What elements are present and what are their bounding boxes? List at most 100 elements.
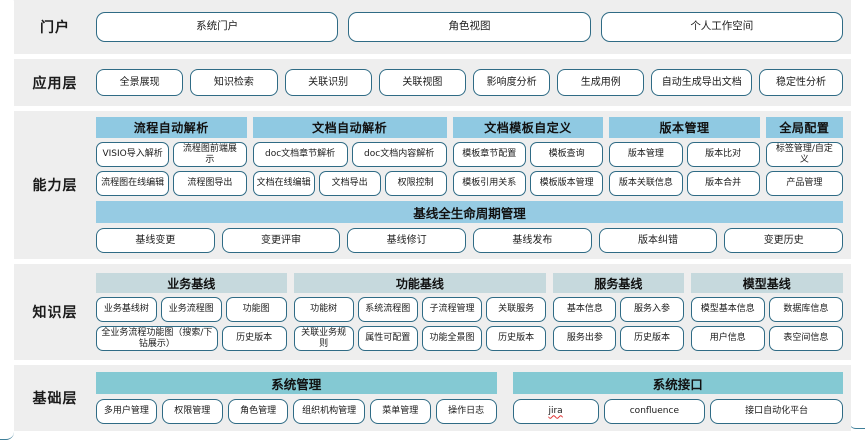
- capability-group-rows-0: VISIO导入解析流程图前端展 示流程图在线编辑流程图导出: [96, 142, 247, 196]
- capability-group-rows-3: 版本管理版本比对版本关联信息版本合并: [609, 142, 760, 196]
- capability-item-0-0-0[interactable]: VISIO导入解析: [96, 142, 170, 167]
- foundation-item-0-2[interactable]: 角色管理: [227, 399, 289, 424]
- capability-group-header-2: 文档模板自定义: [452, 117, 604, 138]
- knowledge-item-2-0-0[interactable]: 基本信息: [553, 297, 617, 322]
- foundation-group-grid: 系统管理多用户管理权限管理角色管理组织机构管理菜单管理操作日志系统接口 jira c…: [96, 372, 843, 424]
- knowledge-item-3-0-0[interactable]: 模型基本信息: [690, 297, 765, 322]
- knowledge-item-3-1-1[interactable]: 表空间信息: [768, 326, 844, 351]
- layer-knowledge: 知识层 业务基线业务基线树业务流程图功能图全业务流程功能图（搜索/下 钻展示）历…: [14, 264, 851, 360]
- layer-body-knowledge: 业务基线业务基线树业务流程图功能图全业务流程功能图（搜索/下 钻展示）历史版本功…: [96, 268, 851, 356]
- decorative-corner-top-left: [0, 0, 14, 9]
- portal-item-row: 系统门户角色视图个人工作空间: [96, 12, 843, 42]
- foundation-item-0-5[interactable]: 操作日志: [435, 399, 497, 424]
- application-item-0[interactable]: 全景展现: [96, 69, 184, 96]
- knowledge-item-1-1-2[interactable]: 功能全景图: [421, 326, 483, 351]
- capability-group-rows-4: 标签管理/自定 义产品管理: [765, 142, 844, 196]
- capability-item-4-0-0[interactable]: 标签管理/自定 义: [765, 142, 844, 167]
- capability-item-1-0-1[interactable]: doc文档内容解析: [351, 142, 447, 167]
- capability-item-0-1-0[interactable]: 流程图在线编辑: [96, 171, 170, 196]
- application-item-4[interactable]: 影响度分析: [473, 69, 551, 96]
- layer-label-application: 应用层: [32, 75, 78, 92]
- knowledge-item-1-0-1[interactable]: 系统流程图: [357, 297, 418, 322]
- knowledge-row: 全业务流程功能图（搜索/下 钻展示）历史版本: [96, 326, 287, 351]
- foundation-item-0-3[interactable]: 组织机构管理: [293, 399, 365, 424]
- layer-body-foundation: 系统管理多用户管理权限管理角色管理组织机构管理菜单管理操作日志系统接口 jira c…: [96, 367, 851, 429]
- knowledge-item-1-0-2[interactable]: 子流程管理: [421, 297, 483, 322]
- capability-row: 产品管理: [765, 171, 844, 196]
- knowledge-group-3: 模型基线模型基本信息数据库信息用户信息表空间信息: [690, 273, 844, 351]
- capability-item-1-1-2[interactable]: 权限控制: [384, 171, 447, 196]
- misspelled-text: jira: [548, 406, 563, 417]
- layer-label-capability: 能力层: [32, 178, 78, 194]
- capability-item-1-1-1[interactable]: 文档导出: [318, 171, 381, 196]
- capability-item-2-1-1[interactable]: 模板版本管理: [529, 171, 604, 196]
- foundation-item-1-2[interactable]: 接口自动化平台: [710, 399, 843, 424]
- knowledge-row: 服务出参历史版本: [553, 326, 684, 351]
- knowledge-group-header-3: 模型基线: [690, 273, 844, 293]
- knowledge-item-0-0-0[interactable]: 业务基线树: [96, 297, 157, 322]
- capability-item-3-1-0[interactable]: 版本关联信息: [609, 171, 683, 196]
- knowledge-item-1-0-0[interactable]: 功能树: [293, 297, 354, 322]
- capability-item-2-1-0[interactable]: 模板引用关系: [452, 171, 526, 196]
- knowledge-item-1-1-3[interactable]: 历史版本: [486, 326, 547, 351]
- lifecycle-item-1[interactable]: 变更评审: [221, 228, 341, 253]
- knowledge-item-2-1-0[interactable]: 服务出参: [553, 326, 617, 351]
- application-item-3[interactable]: 关联视图: [378, 69, 466, 96]
- knowledge-group-0: 业务基线业务基线树业务流程图功能图全业务流程功能图（搜索/下 钻展示）历史版本: [96, 273, 287, 351]
- application-item-2[interactable]: 关联识别: [284, 69, 372, 96]
- layer-foundation: 基础层 系统管理多用户管理权限管理角色管理组织机构管理菜单管理操作日志系统接口 j…: [14, 365, 851, 431]
- capability-item-0-1-1[interactable]: 流程图导出: [173, 171, 247, 196]
- application-item-1[interactable]: 知识检索: [190, 69, 278, 96]
- lifecycle-item-5[interactable]: 变更历史: [724, 228, 844, 253]
- knowledge-item-3-1-0[interactable]: 用户信息: [690, 326, 765, 351]
- knowledge-row: 业务基线树业务流程图功能图: [96, 297, 287, 322]
- capability-item-2-0-1[interactable]: 模板查询: [529, 142, 604, 167]
- capability-item-0-0-1[interactable]: 流程图前端展 示: [173, 142, 247, 167]
- layer-application: 应用层 全景展现知识检索关联识别关联视图影响度分析生成用例自动生成导出文档稳定性…: [14, 59, 851, 106]
- knowledge-item-0-0-1[interactable]: 业务流程图: [160, 297, 222, 322]
- knowledge-group-1: 功能基线功能树系统流程图子流程管理关联服务关联业务规则属性可配置功能全景图历史版…: [293, 273, 547, 351]
- portal-item-0[interactable]: 系统门户: [96, 12, 339, 42]
- foundation-item-1-1[interactable]: confluence: [603, 399, 706, 424]
- knowledge-item-0-1-1[interactable]: 历史版本: [221, 326, 287, 351]
- knowledge-row: 基本信息服务入参: [553, 297, 684, 322]
- foundation-item-0-0[interactable]: 多用户管理: [96, 399, 157, 424]
- application-item-5[interactable]: 生成用例: [557, 69, 645, 96]
- capability-item-3-0-1[interactable]: 版本比对: [686, 142, 760, 167]
- capability-item-4-1-0[interactable]: 产品管理: [765, 171, 844, 196]
- capability-row: 模板引用关系模板版本管理: [452, 171, 604, 196]
- knowledge-item-1-0-3[interactable]: 关联服务: [486, 297, 547, 322]
- foundation-group-header-0: 系统管理: [96, 372, 497, 394]
- knowledge-item-2-1-1[interactable]: 历史版本: [620, 326, 684, 351]
- lifecycle-item-3[interactable]: 基线发布: [473, 228, 592, 253]
- knowledge-item-2-0-1[interactable]: 服务入参: [620, 297, 684, 322]
- knowledge-group-header-2: 服务基线: [553, 273, 684, 293]
- capability-item-1-0-0[interactable]: doc文档章节解析: [252, 142, 348, 167]
- foundation-item-0-1[interactable]: 权限管理: [161, 399, 223, 424]
- foundation-item-0-4[interactable]: 菜单管理: [369, 399, 431, 424]
- portal-item-2[interactable]: 个人工作空间: [600, 12, 843, 42]
- foundation-group-header-1: 系统接口: [512, 372, 843, 394]
- knowledge-item-3-0-1[interactable]: 数据库信息: [768, 297, 844, 322]
- capability-item-1-1-0[interactable]: 文档在线编辑: [252, 171, 315, 196]
- capability-item-3-1-1[interactable]: 版本合并: [686, 171, 760, 196]
- knowledge-item-0-0-2[interactable]: 功能图: [225, 297, 287, 322]
- capability-item-3-0-0[interactable]: 版本管理: [609, 142, 683, 167]
- capability-group-rows-2: 模板章节配置模板查询模板引用关系模板版本管理: [452, 142, 604, 196]
- knowledge-item-1-1-0[interactable]: 关联业务规则: [293, 326, 354, 351]
- lifecycle-item-4[interactable]: 版本纠错: [598, 228, 718, 253]
- layer-label-foundation: 基础层: [32, 391, 78, 407]
- knowledge-item-1-1-1[interactable]: 属性可配置: [357, 326, 418, 351]
- application-item-7[interactable]: 稳定性分析: [759, 69, 843, 96]
- application-item-6[interactable]: 自动生成导出文档: [651, 69, 753, 96]
- lifecycle-item-2[interactable]: 基线修订: [347, 228, 467, 253]
- portal-item-1[interactable]: 角色视图: [348, 12, 591, 42]
- knowledge-item-0-1-0[interactable]: 全业务流程功能图（搜索/下 钻展示）: [96, 326, 218, 351]
- foundation-row: 多用户管理权限管理角色管理组织机构管理菜单管理操作日志: [96, 399, 497, 424]
- foundation-item-1-0[interactable]: jira: [512, 399, 599, 424]
- capability-item-2-0-0[interactable]: 模板章节配置: [452, 142, 526, 167]
- lifecycle-item-0[interactable]: 基线变更: [96, 228, 215, 253]
